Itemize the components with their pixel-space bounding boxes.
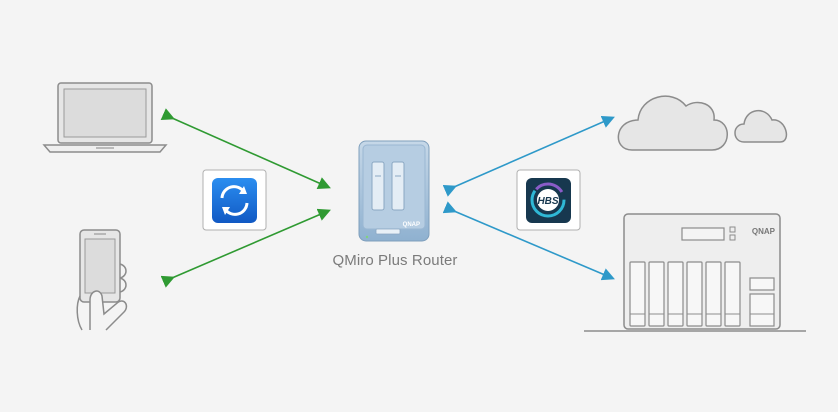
laptop-icon xyxy=(42,82,168,153)
sync-app-icon xyxy=(202,169,267,231)
router-cloud-connection xyxy=(442,115,615,197)
router-nas-connection xyxy=(442,201,615,281)
hbs-app-icon: HBS xyxy=(516,169,581,231)
nas-brand-text: QNAP xyxy=(752,227,776,236)
smartphone-in-hand-icon xyxy=(76,229,128,331)
nas-drive-bays xyxy=(629,261,741,327)
small-cloud-icon xyxy=(734,110,788,143)
router-brand-text: QNAP xyxy=(403,222,420,228)
cloud-icon xyxy=(617,95,728,151)
qmiro-router-icon: QNAP xyxy=(358,140,430,242)
router-label: QMiro Plus Router xyxy=(332,252,458,269)
hbs-badge-text: HBS xyxy=(537,196,558,207)
nas-server-icon: QNAP xyxy=(584,213,806,332)
phone-router-connection xyxy=(160,208,331,288)
laptop-router-connection xyxy=(160,108,331,189)
